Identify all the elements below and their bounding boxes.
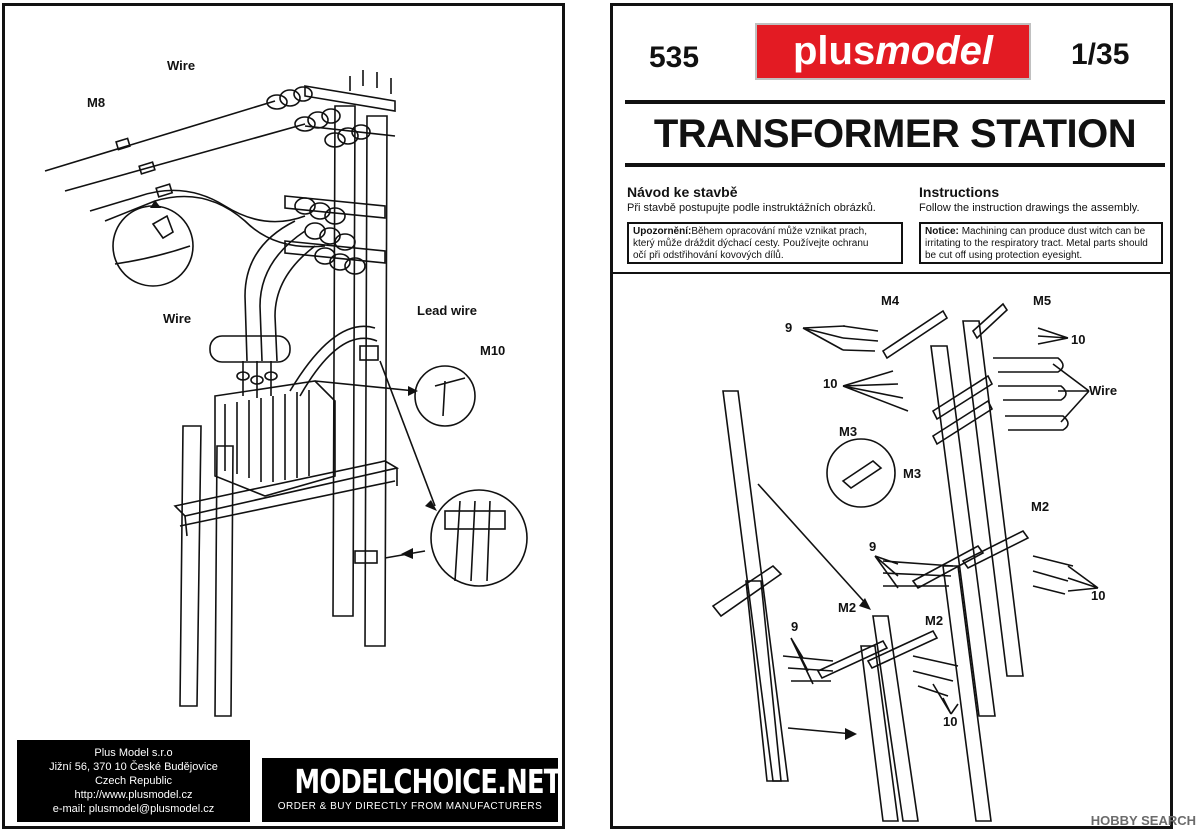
company-country: Czech Republic [94, 775, 173, 787]
czech-notice-line3: očí při odstřihování kovových dílů. [633, 250, 784, 261]
pole-assembly-drawing [711, 302, 1099, 822]
brand-part-model: model [875, 29, 994, 73]
czech-notice-label: Upozornění: [633, 226, 692, 237]
modelchoice-banner: MODELCHOICE.NET ORDER & BUY DIRECTLY FRO… [262, 758, 562, 822]
transformer-assembly-drawing [44, 70, 528, 717]
english-text: Follow the instruction drawings the asse… [919, 202, 1140, 214]
section-divider [613, 272, 1170, 274]
english-notice-line1: Machining can produce dust witch can be [961, 226, 1146, 237]
label-10-mid: 10 [1091, 588, 1106, 603]
english-notice-label: Notice: [925, 226, 959, 237]
czech-notice-line1: Během opracování může vznikat prach, [691, 226, 867, 237]
label-lead-wire: Lead wire [417, 303, 477, 318]
kit-title: TRANSFORMER STATION [653, 112, 1137, 156]
plusmodel-logo: plusmodel [755, 23, 1031, 80]
left-instruction-panel: Wire M8 Wire Lead wire M10 Plus Model s.… [2, 3, 565, 829]
english-heading: Instructions [919, 184, 1000, 200]
label-m5: M5 [1033, 293, 1052, 308]
modelchoice-title: MODELCHOICE.NET [294, 762, 562, 801]
label-9-top: 9 [785, 320, 793, 335]
kit-scale: 1/35 [1071, 38, 1130, 71]
label-wire-top: Wire [167, 58, 196, 73]
title-rule-bottom [625, 163, 1165, 167]
label-10-left: 10 [823, 376, 838, 391]
company-web: http://www.plusmodel.cz [74, 789, 193, 801]
label-m10: M10 [480, 343, 506, 358]
english-notice-line3: be cut off using protection eyesight. [925, 250, 1083, 261]
label-m4: M4 [881, 293, 900, 308]
label-m8: M8 [87, 95, 106, 110]
label-wire: Wire [1089, 383, 1118, 398]
czech-text: Při stavbě postupujte podle instruktážní… [627, 202, 876, 214]
company-email: e-mail: plusmodel@plusmodel.cz [52, 803, 215, 815]
label-9-mid: 9 [869, 539, 877, 554]
label-m2-c: M2 [925, 613, 944, 628]
label-m2-a: M2 [1031, 499, 1050, 514]
label-wire-mid: Wire [163, 311, 192, 326]
label-10-top: 10 [1071, 332, 1086, 347]
watermark: HOBBY SEARCH [1090, 813, 1196, 828]
label-10-bottom: 10 [943, 714, 958, 729]
company-info-box: Plus Model s.r.o Jižní 56, 370 10 České … [17, 740, 250, 822]
modelchoice-subtitle: ORDER & BUY DIRECTLY FROM MANUFACTURERS [277, 801, 543, 812]
kit-number: 535 [649, 41, 700, 74]
brand-part-plus: plus [792, 29, 876, 73]
czech-notice-line2: který může dráždit dýchací cesty. Použív… [633, 238, 869, 249]
czech-notice: Upozornění:Během opracování může vznikat… [627, 222, 903, 264]
company-address: Jižní 56, 370 10 České Budějovice [49, 761, 218, 773]
english-notice: Notice: Machining can produce dust witch… [919, 222, 1163, 264]
right-instruction-panel: 535 plusmodel 1/35 TRANSFORMER STATION N… [610, 3, 1173, 829]
czech-heading: Návod ke stavbě [627, 184, 738, 200]
label-9-bottom: 9 [791, 619, 799, 634]
label-m3-b: M3 [903, 466, 922, 481]
title-rule-top [625, 100, 1165, 104]
english-notice-line2: irritating to the respiratory tract. Met… [925, 238, 1148, 249]
label-m3-a: M3 [839, 424, 858, 439]
label-m2-b: M2 [838, 600, 857, 615]
company-name: Plus Model s.r.o [94, 747, 173, 759]
